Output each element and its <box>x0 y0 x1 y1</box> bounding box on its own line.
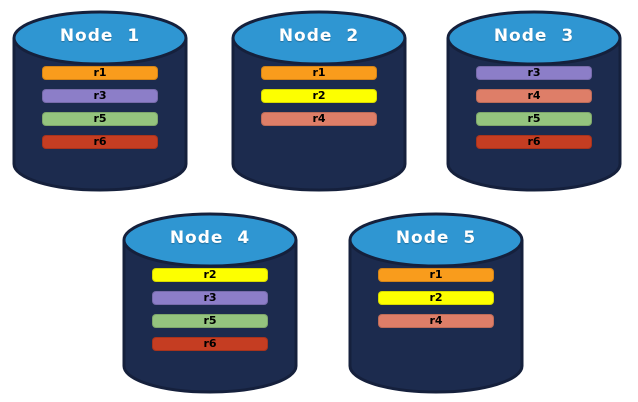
replica-bar: r3 <box>152 291 268 305</box>
replica-bar: r4 <box>378 314 494 328</box>
replica-bar: r6 <box>152 337 268 351</box>
node-cylinder: Node 3 r3 r4 r5 r6 <box>446 8 622 194</box>
node-title: Node 4 <box>169 228 251 248</box>
node-title: Node 2 <box>278 26 360 46</box>
cylinder-top-cap <box>348 212 524 268</box>
node-title: Node 3 <box>493 26 575 46</box>
node-cylinder: Node 4 r2 r3 r5 r6 <box>122 210 298 396</box>
replica-bar: r3 <box>42 89 158 103</box>
node-title: Node 5 <box>395 228 477 248</box>
replica-bar: r2 <box>378 291 494 305</box>
replica-bar: r1 <box>42 66 158 80</box>
node-cylinder: Node 5 r1 r2 r4 <box>348 210 524 396</box>
replica-bar: r6 <box>476 135 592 149</box>
replica-bar: r5 <box>476 112 592 126</box>
cylinder-top-cap <box>12 10 188 66</box>
replica-bar: r3 <box>476 66 592 80</box>
replica-bar: r4 <box>261 112 377 126</box>
node-cylinder: Node 2 r1 r2 r4 <box>231 8 407 194</box>
replica-bar: r5 <box>42 112 158 126</box>
cylinder-top-cap <box>231 10 407 66</box>
replica-bar: r1 <box>261 66 377 80</box>
replica-bar: r6 <box>42 135 158 149</box>
node-title: Node 1 <box>59 26 141 46</box>
replica-bar: r4 <box>476 89 592 103</box>
replica-bar: r1 <box>378 268 494 282</box>
replica-bar: r5 <box>152 314 268 328</box>
replica-bar: r2 <box>261 89 377 103</box>
replica-bar: r2 <box>152 268 268 282</box>
cylinder-top-cap <box>446 10 622 66</box>
node-cylinder: Node 1 r1 r3 r5 r6 <box>12 8 188 194</box>
cylinder-top-cap <box>122 212 298 268</box>
